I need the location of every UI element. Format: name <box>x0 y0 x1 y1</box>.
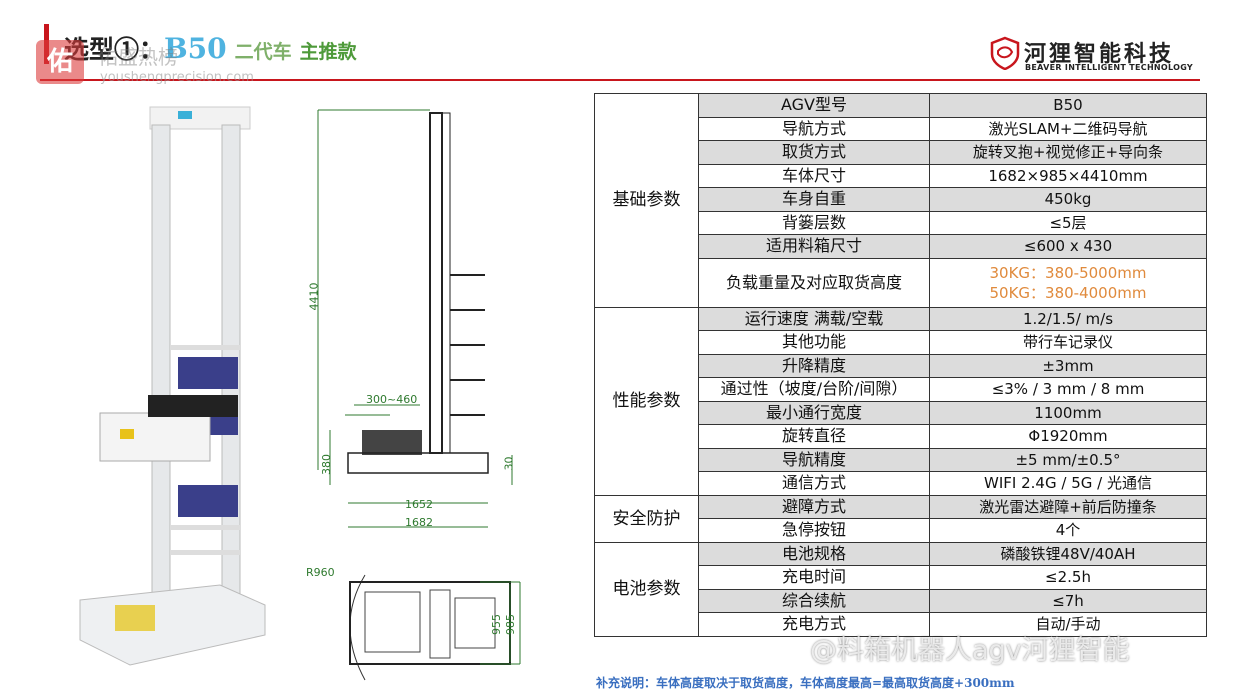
title-tag: 主推款 <box>299 41 357 63</box>
param-value: 1682×985×4410mm <box>929 163 1207 188</box>
header-divider <box>40 79 1200 81</box>
param-name: AGV型号 <box>698 93 930 118</box>
table-row: 导航方式激光SLAM+二维码导航 <box>595 116 1207 141</box>
param-name: 车身自重 <box>698 187 930 212</box>
param-value: 激光SLAM+二维码导航 <box>929 116 1207 141</box>
param-name: 导航精度 <box>698 447 930 472</box>
param-value: 旋转叉抱+视觉修正+导向条 <box>929 140 1207 165</box>
param-name: 升降精度 <box>698 353 930 378</box>
param-name: 综合续航 <box>698 588 930 613</box>
param-name: 车体尺寸 <box>698 163 930 188</box>
title-generation: 二代车 <box>234 41 292 63</box>
dim-inner-width: 955 <box>490 614 503 635</box>
dim-fork-range: 300~460 <box>366 393 418 406</box>
robot-render-image <box>79 106 266 666</box>
param-name: 旋转直径 <box>698 424 930 449</box>
param-name: 背篓层数 <box>698 210 930 235</box>
watermark-badge: 佑 <box>36 40 84 84</box>
table-row: 充电方式自动/手动 <box>595 612 1207 637</box>
param-value: 磷酸铁锂48V/40AH <box>929 541 1207 566</box>
param-name: 通信方式 <box>698 471 930 496</box>
table-row: 导航精度±5 mm/±0.5° <box>595 447 1207 472</box>
param-value: 1.2/1.5/ m/s <box>929 306 1207 331</box>
watermark-url: youshengprecision.com <box>100 70 254 85</box>
table-row: 升降精度±3mm <box>595 353 1207 378</box>
param-name: 运行速度 满载/空载 <box>698 306 930 331</box>
param-value: WIFI 2.4G / 5G / 光通信 <box>929 471 1207 496</box>
param-value: 450kg <box>929 187 1207 212</box>
category-cell: 电池参数 <box>594 541 699 637</box>
table-row: 取货方式旋转叉抱+视觉修正+导向条 <box>595 140 1207 165</box>
param-name: 其他功能 <box>698 330 930 355</box>
param-value: Φ1920mm <box>929 424 1207 449</box>
param-value: ±5 mm/±0.5° <box>929 447 1207 472</box>
dim-low-height: 380 <box>320 454 333 475</box>
dim-length: 1682 <box>405 516 433 529</box>
dim-width: 985 <box>504 614 517 635</box>
param-value: ≤5层 <box>929 210 1207 235</box>
param-value: 1100mm <box>929 400 1207 425</box>
param-value: ≤3% / 3 mm / 8 mm <box>929 377 1207 402</box>
overlay-watermark: @料箱机器人agv河狸智能 <box>810 635 1130 666</box>
table-row: 安全防护避障方式激光雷达避障+前后防撞条 <box>594 494 1207 543</box>
top-view-drawing <box>349 574 521 681</box>
param-value: ≤7h <box>929 588 1207 613</box>
table-row: 电池参数电池规格磷酸铁锂48V/40AH <box>594 541 1207 637</box>
brand-name-cn: 河狸智能科技 <box>1024 42 1175 67</box>
model-name: B50 <box>164 32 227 65</box>
dim-height: 4410 <box>307 282 321 311</box>
param-value: 自动/手动 <box>929 612 1207 637</box>
param-value: 带行车记录仪 <box>929 330 1207 355</box>
load-spec-50kg: 50KG：380-4000mm <box>989 283 1147 302</box>
load-spec-30kg: 30KG：380-5000mm <box>989 263 1147 282</box>
table-row: 适用料箱尺寸≤600 x 430 <box>595 234 1207 259</box>
shield-logo-icon <box>990 36 1020 70</box>
param-name: 最小通行宽度 <box>698 400 930 425</box>
param-name: 电池规格 <box>698 541 930 566</box>
category-cell: 性能参数 <box>594 306 699 496</box>
dim-radius: R960 <box>306 566 335 579</box>
brand-name-en: BEAVER INTELLIGENT TECHNOLOGY <box>1025 63 1194 72</box>
param-value: ≤600 x 430 <box>929 234 1207 259</box>
dim-gap: 30 <box>502 456 516 471</box>
table-row: 其他功能带行车记录仪 <box>595 330 1207 355</box>
param-name: 急停按钮 <box>698 518 930 543</box>
supplementary-note: 补充说明：车体高度取决于取货高度，车体高度最高=最高取货高度+300mm <box>596 676 1015 690</box>
category-cell: 基础参数 <box>594 93 699 308</box>
side-view-drawing <box>317 109 513 528</box>
category-cell: 安全防护 <box>594 494 699 543</box>
param-value: ±3mm <box>929 353 1207 378</box>
param-name: 适用料箱尺寸 <box>698 234 930 259</box>
param-value: 激光雷达避障+前后防撞条 <box>929 494 1207 519</box>
param-name: 充电方式 <box>698 612 930 637</box>
param-name: 充电时间 <box>698 565 930 590</box>
param-name: 取货方式 <box>698 140 930 165</box>
param-name: 负载重量及对应取货高度 <box>698 257 930 308</box>
param-value: 4个 <box>929 518 1207 543</box>
param-name: 导航方式 <box>698 116 930 141</box>
param-name: 避障方式 <box>698 494 930 519</box>
table-row: 综合续航≤7h <box>595 588 1207 613</box>
table-row: 通过性（坡度/台阶/间隙）≤3% / 3 mm / 8 mm <box>595 377 1207 402</box>
dim-inner-length: 1652 <box>405 498 433 511</box>
param-name: 通过性（坡度/台阶/间隙） <box>698 377 930 402</box>
param-value: ≤2.5h <box>929 565 1207 590</box>
param-value: B50 <box>929 93 1207 118</box>
watermark-text: 佑盛热榜 <box>98 45 178 69</box>
